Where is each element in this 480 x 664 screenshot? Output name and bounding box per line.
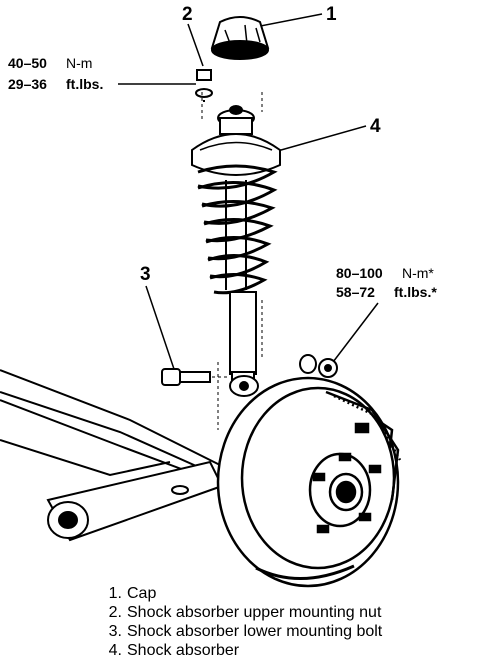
brake-drum	[216, 376, 402, 588]
guide-lines	[201, 92, 263, 430]
torque-upper-unit-nm: N-m	[66, 55, 92, 71]
torque-lower-unit-nm: N-m*	[402, 265, 434, 281]
legend-item: 1.Cap	[108, 585, 157, 602]
lower-bolt-part	[161, 368, 228, 386]
leader-lines	[118, 13, 379, 373]
legend-item: 2.Shock absorber upper mounting nut	[108, 604, 382, 621]
torque-upper-unit-ft: ft.lbs.	[66, 76, 103, 92]
legend-text: Cap	[127, 585, 157, 602]
legend-item: 3.Shock absorber lower mounting bolt	[108, 623, 383, 640]
trailing-arm	[0, 369, 234, 542]
torque-upper-value-nm: 40–50	[8, 55, 47, 71]
callout-1: 1	[326, 4, 337, 25]
torque-lower-value-nm: 80–100	[336, 265, 383, 281]
cap-part	[210, 16, 270, 60]
torque-lower-unit-ft: ft.lbs.*	[394, 284, 437, 300]
callout-2: 2	[182, 4, 193, 25]
callout-3: 3	[140, 264, 151, 285]
upper-nut-part	[195, 69, 213, 104]
legend-item: 4.Shock absorber	[108, 642, 240, 659]
top-mount	[191, 105, 281, 176]
torque-lower-label: 80–100 N-m* 58–72 ft.lbs.*	[336, 265, 437, 300]
parts-legend: 1.Cap 2.Shock absorber upper mounting nu…	[100, 584, 383, 660]
torque-lower-value-ft: 58–72	[336, 284, 375, 300]
coil-spring	[197, 164, 278, 295]
callout-4: 4	[370, 116, 381, 137]
legend-text: Shock absorber	[127, 642, 240, 659]
torque-upper-label: 40–50 N-m 29–36 ft.lbs.	[8, 55, 103, 92]
shock-body	[229, 291, 259, 397]
legend-text: Shock absorber upper mounting nut	[127, 604, 382, 621]
legend-text: Shock absorber lower mounting bolt	[127, 623, 383, 640]
lower-nut-part	[299, 354, 338, 378]
torque-upper-value-ft: 29–36	[8, 76, 47, 92]
